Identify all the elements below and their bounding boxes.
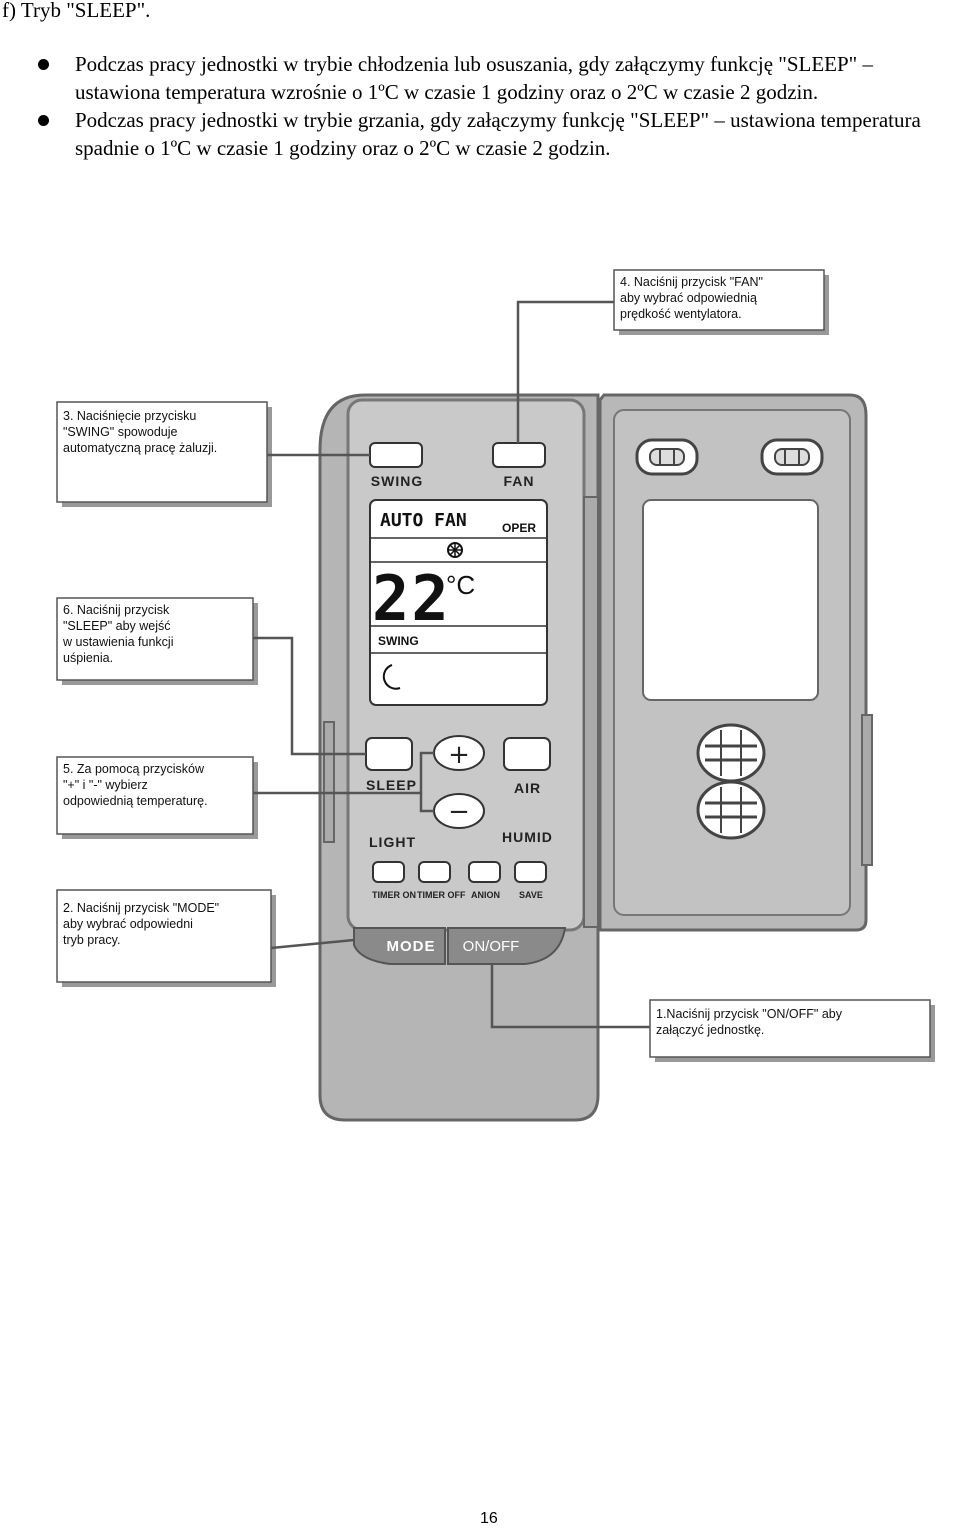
sleep-label: SLEEP (366, 777, 417, 793)
callout-onoff: 1.Naciśnij przycisk "ON/OFF" aby załączy… (656, 1007, 842, 1037)
fan-button[interactable] (492, 442, 546, 468)
lcd-mode-text: AUTO FAN (380, 510, 467, 531)
plus-button[interactable]: + (433, 735, 485, 771)
minus-button[interactable]: − (433, 793, 485, 829)
leader-lines (253, 300, 650, 1029)
section-heading: f) Tryb "SLEEP". (2, 0, 151, 22)
lcd-display: AUTO FAN OPER 22 °C SWING (369, 499, 548, 706)
lid-switch-icon (635, 438, 699, 476)
fan-label: FAN (504, 473, 535, 489)
mode-button[interactable] (353, 927, 446, 965)
callout-sleep: 6. Naciśnij przycisk "SLEEP" aby wejść w… (63, 603, 174, 665)
timer-off-label: TIMER OFF (417, 890, 466, 900)
remote-illustration: SWING FAN AUTO FAN OPER 22 °C SWING (56, 269, 935, 1122)
air-label: AIR (514, 780, 541, 796)
lcd-oper-text: OPER (502, 521, 536, 535)
plus-symbol: + (448, 740, 470, 770)
bullet-list: Podczas pracy jednostki w trybie chłodze… (0, 50, 960, 162)
lcd-unit: °C (446, 570, 475, 600)
timer-on-button[interactable] (372, 861, 405, 883)
anion-label: ANION (471, 890, 500, 900)
timer-off-button[interactable] (418, 861, 451, 883)
lcd-swing-text: SWING (378, 634, 419, 648)
page-number: 16 (480, 1510, 498, 1527)
callout-frames (56, 269, 935, 1062)
save-button[interactable] (514, 861, 547, 883)
onoff-label: ON/OFF (463, 938, 520, 955)
remote-lid (598, 393, 873, 932)
lid-arrow-switch-icon (696, 723, 766, 783)
onoff-button[interactable] (447, 927, 567, 965)
timer-on-label: TIMER ON (372, 890, 416, 900)
bullet-text: Podczas pracy jednostki w trybie chłodze… (75, 52, 873, 104)
bullet-heating: Podczas pracy jednostki w trybie grzania… (0, 106, 960, 162)
callout-fan: 4. Naciśnij przycisk "FAN" aby wybrać od… (620, 275, 763, 321)
lid-switch-icon (760, 438, 824, 476)
minus-symbol: − (448, 797, 470, 827)
swing-label: SWING (371, 473, 423, 489)
humid-label: HUMID (502, 829, 553, 845)
sleep-button[interactable] (365, 737, 413, 771)
save-label: SAVE (519, 890, 543, 900)
lcd-temperature: 22 (372, 562, 451, 635)
sleep-moon-icon (382, 664, 401, 690)
light-label: LIGHT (369, 834, 416, 850)
mode-label: MODE (387, 938, 436, 955)
bullet-text: Podczas pracy jednostki w trybie grzania… (75, 108, 921, 160)
callout-temperature: 5. Za pomocą przycisków "+" i "-" wybier… (63, 762, 208, 808)
callout-mode: 2. Naciśnij przycisk "MODE" aby wybrać o… (63, 901, 220, 947)
bullet-dot-icon (38, 115, 49, 126)
remote-diagram: SWING FAN AUTO FAN OPER 22 °C SWING (0, 260, 960, 1140)
anion-button[interactable] (468, 861, 501, 883)
bullet-cooling: Podczas pracy jednostki w trybie chłodze… (0, 50, 960, 106)
air-button[interactable] (503, 737, 551, 771)
swing-button[interactable] (369, 442, 423, 468)
lid-arrow-switch-icon (696, 780, 766, 840)
snowflake-icon (447, 542, 463, 558)
callout-swing: 3. Naciśnięcie przycisku "SWING" spowodu… (63, 409, 218, 455)
bullet-dot-icon (38, 59, 49, 70)
